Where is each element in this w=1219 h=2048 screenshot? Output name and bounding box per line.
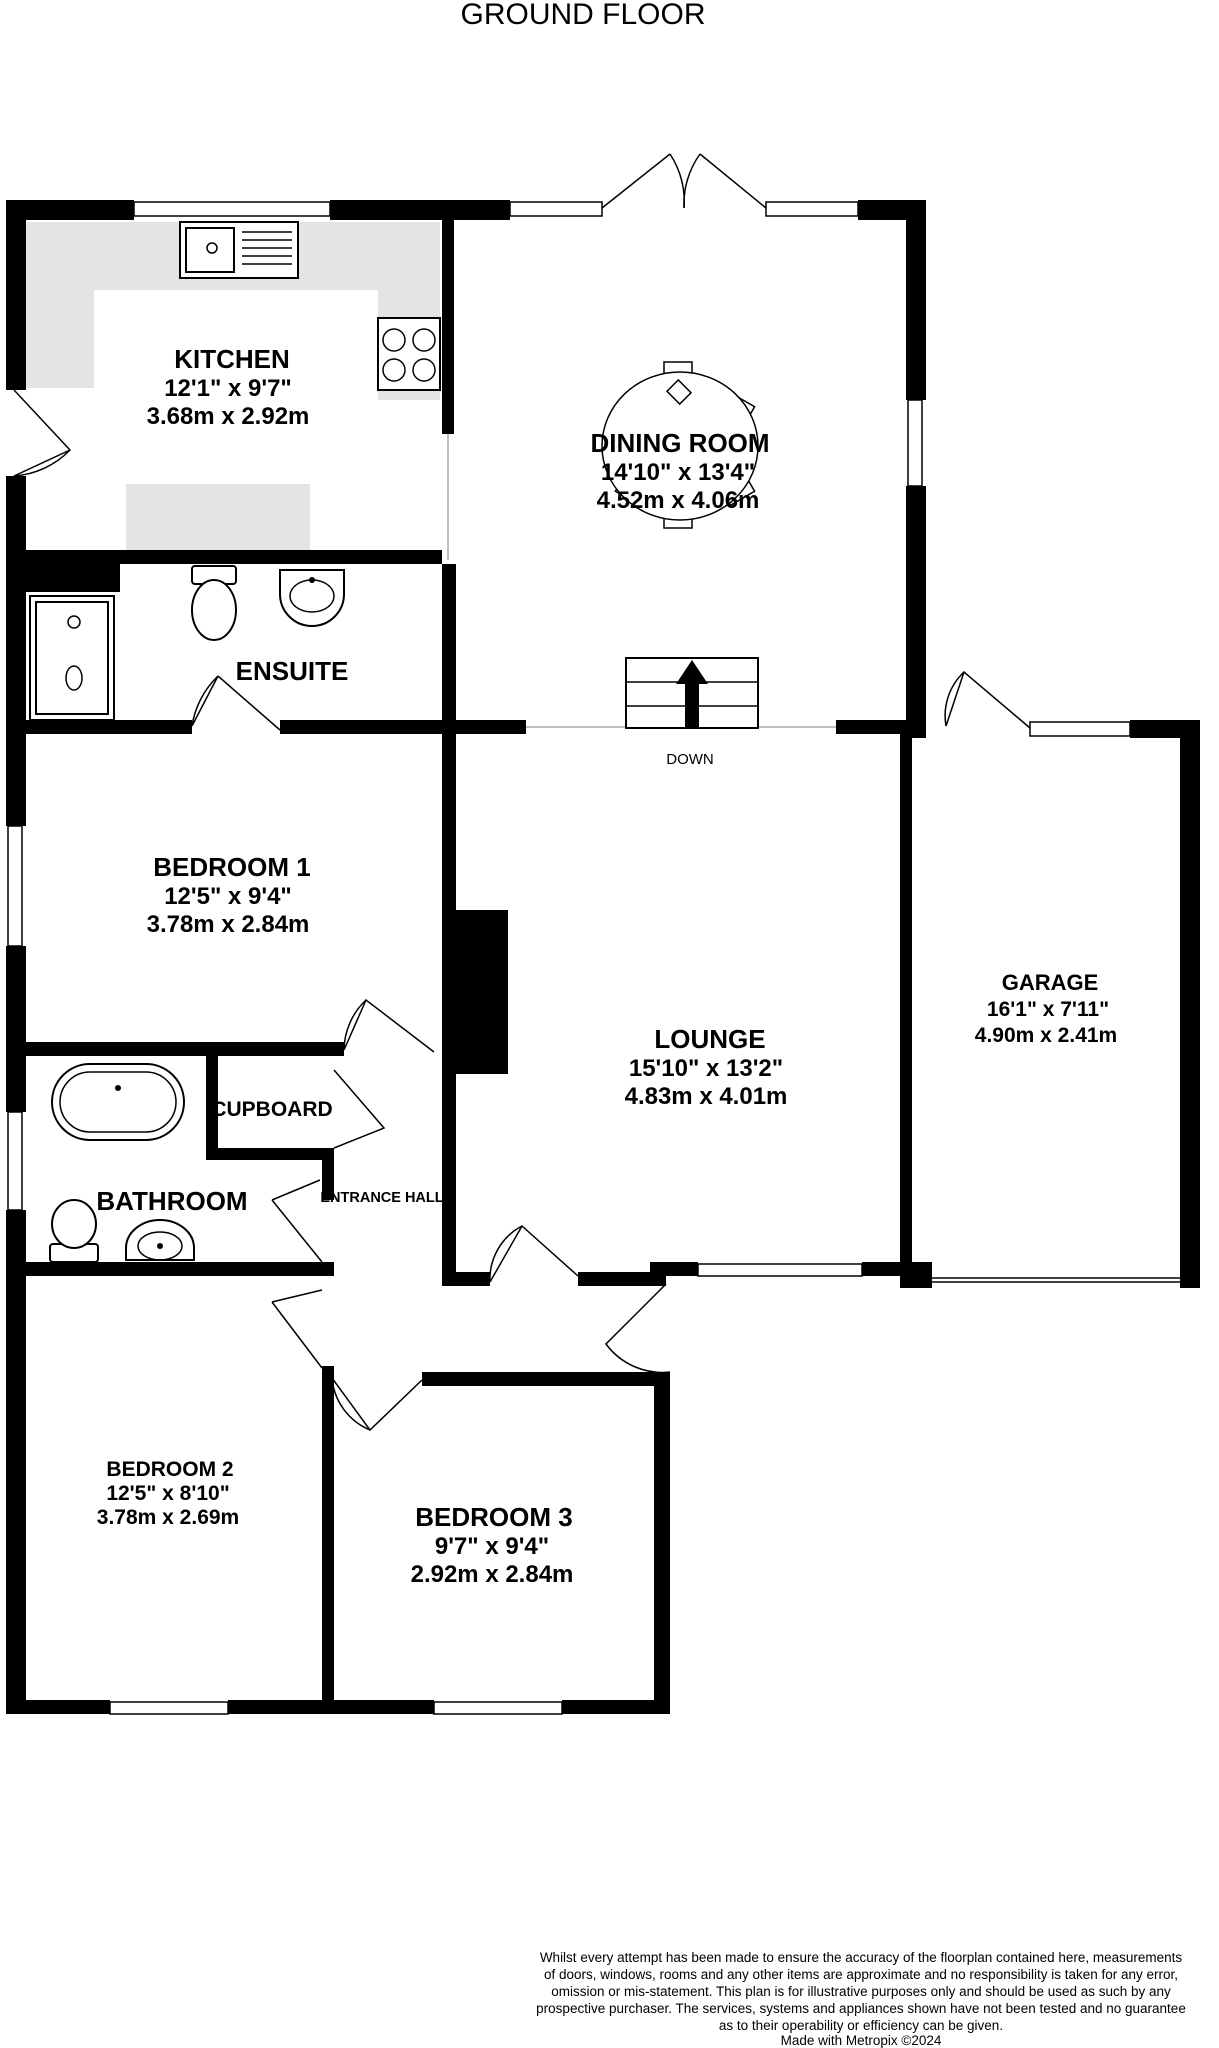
lounge-imperial: 15'10" x 13'2" bbox=[629, 1055, 783, 1082]
bathroom-toilet-icon bbox=[49, 1199, 99, 1263]
garage-name: GARAGE bbox=[1002, 970, 1099, 995]
kitchen-sink-icon bbox=[179, 221, 299, 279]
bath-icon bbox=[51, 1063, 185, 1141]
disclaimer-line: prospective purchaser. The services, sys… bbox=[536, 2001, 1186, 2016]
shower-icon bbox=[29, 595, 115, 721]
disclaimer-line: of doors, windows, rooms and any other i… bbox=[544, 1967, 1178, 1982]
ensuite-name: ENSUITE bbox=[236, 656, 349, 686]
credit: Made with Metropix ©2024 bbox=[781, 2033, 942, 2048]
room-labels: KITCHEN 12'1" x 9'7" 3.68m x 2.92m DININ… bbox=[96, 344, 1117, 1588]
kitchen-name: KITCHEN bbox=[174, 344, 290, 374]
bathroom-basin-icon bbox=[125, 1219, 195, 1261]
garage-door bbox=[929, 1277, 1183, 1283]
disclaimer-line: omission or mis-statement. This plan is … bbox=[551, 1984, 1171, 1999]
cupboard-name: CUPBOARD bbox=[211, 1098, 332, 1121]
bedroom3-name: BEDROOM 3 bbox=[415, 1502, 572, 1532]
floor-title: GROUND FLOOR bbox=[460, 0, 705, 31]
kitchen-metric: 3.68m x 2.92m bbox=[147, 403, 310, 430]
bathroom-name: BATHROOM bbox=[96, 1186, 247, 1216]
lounge-metric: 4.83m x 4.01m bbox=[625, 1083, 788, 1110]
kitchen-imperial: 12'1" x 9'7" bbox=[164, 375, 292, 402]
bedroom3-imperial: 9'7" x 9'4" bbox=[435, 1533, 549, 1560]
dining-table-icon bbox=[601, 361, 759, 529]
stairs-label: DOWN bbox=[666, 751, 714, 768]
disclaimer-line: Whilst every attempt has been made to en… bbox=[540, 1950, 1183, 1965]
bedroom1-metric: 3.78m x 2.84m bbox=[147, 911, 310, 938]
bedroom1-name: BEDROOM 1 bbox=[153, 852, 310, 882]
dining-name: DINING ROOM bbox=[590, 428, 769, 458]
disclaimer-line: as to their operability or efficiency ca… bbox=[719, 2018, 1003, 2033]
walls bbox=[6, 200, 1200, 1714]
ensuite-basin-icon bbox=[279, 569, 345, 627]
bedroom1-imperial: 12'5" x 9'4" bbox=[164, 883, 292, 910]
bedroom2-imperial: 12'5" x 8'10" bbox=[106, 1482, 229, 1505]
ensuite-toilet-icon bbox=[191, 565, 237, 641]
windows bbox=[7, 201, 1131, 1715]
bedroom2-name: BEDROOM 2 bbox=[106, 1458, 233, 1481]
hob-icon bbox=[377, 317, 441, 391]
bedroom2-metric: 3.78m x 2.69m bbox=[97, 1506, 239, 1529]
stairs-icon bbox=[625, 657, 759, 729]
doors bbox=[13, 153, 1031, 1432]
dining-metric: 4.52m x 4.06m bbox=[597, 487, 760, 514]
lounge-name: LOUNGE bbox=[654, 1024, 765, 1054]
dining-imperial: 14'10" x 13'4" bbox=[601, 459, 755, 486]
disclaimer: Whilst every attempt has been made to en… bbox=[536, 1950, 1186, 2048]
bedroom3-metric: 2.92m x 2.84m bbox=[411, 1561, 574, 1588]
kitchen-counters bbox=[24, 222, 440, 550]
garage-imperial: 16'1" x 7'11" bbox=[987, 998, 1109, 1021]
garage-metric: 4.90m x 2.41m bbox=[975, 1024, 1117, 1047]
hall-name: ENTRANCE HALL bbox=[320, 1190, 443, 1206]
